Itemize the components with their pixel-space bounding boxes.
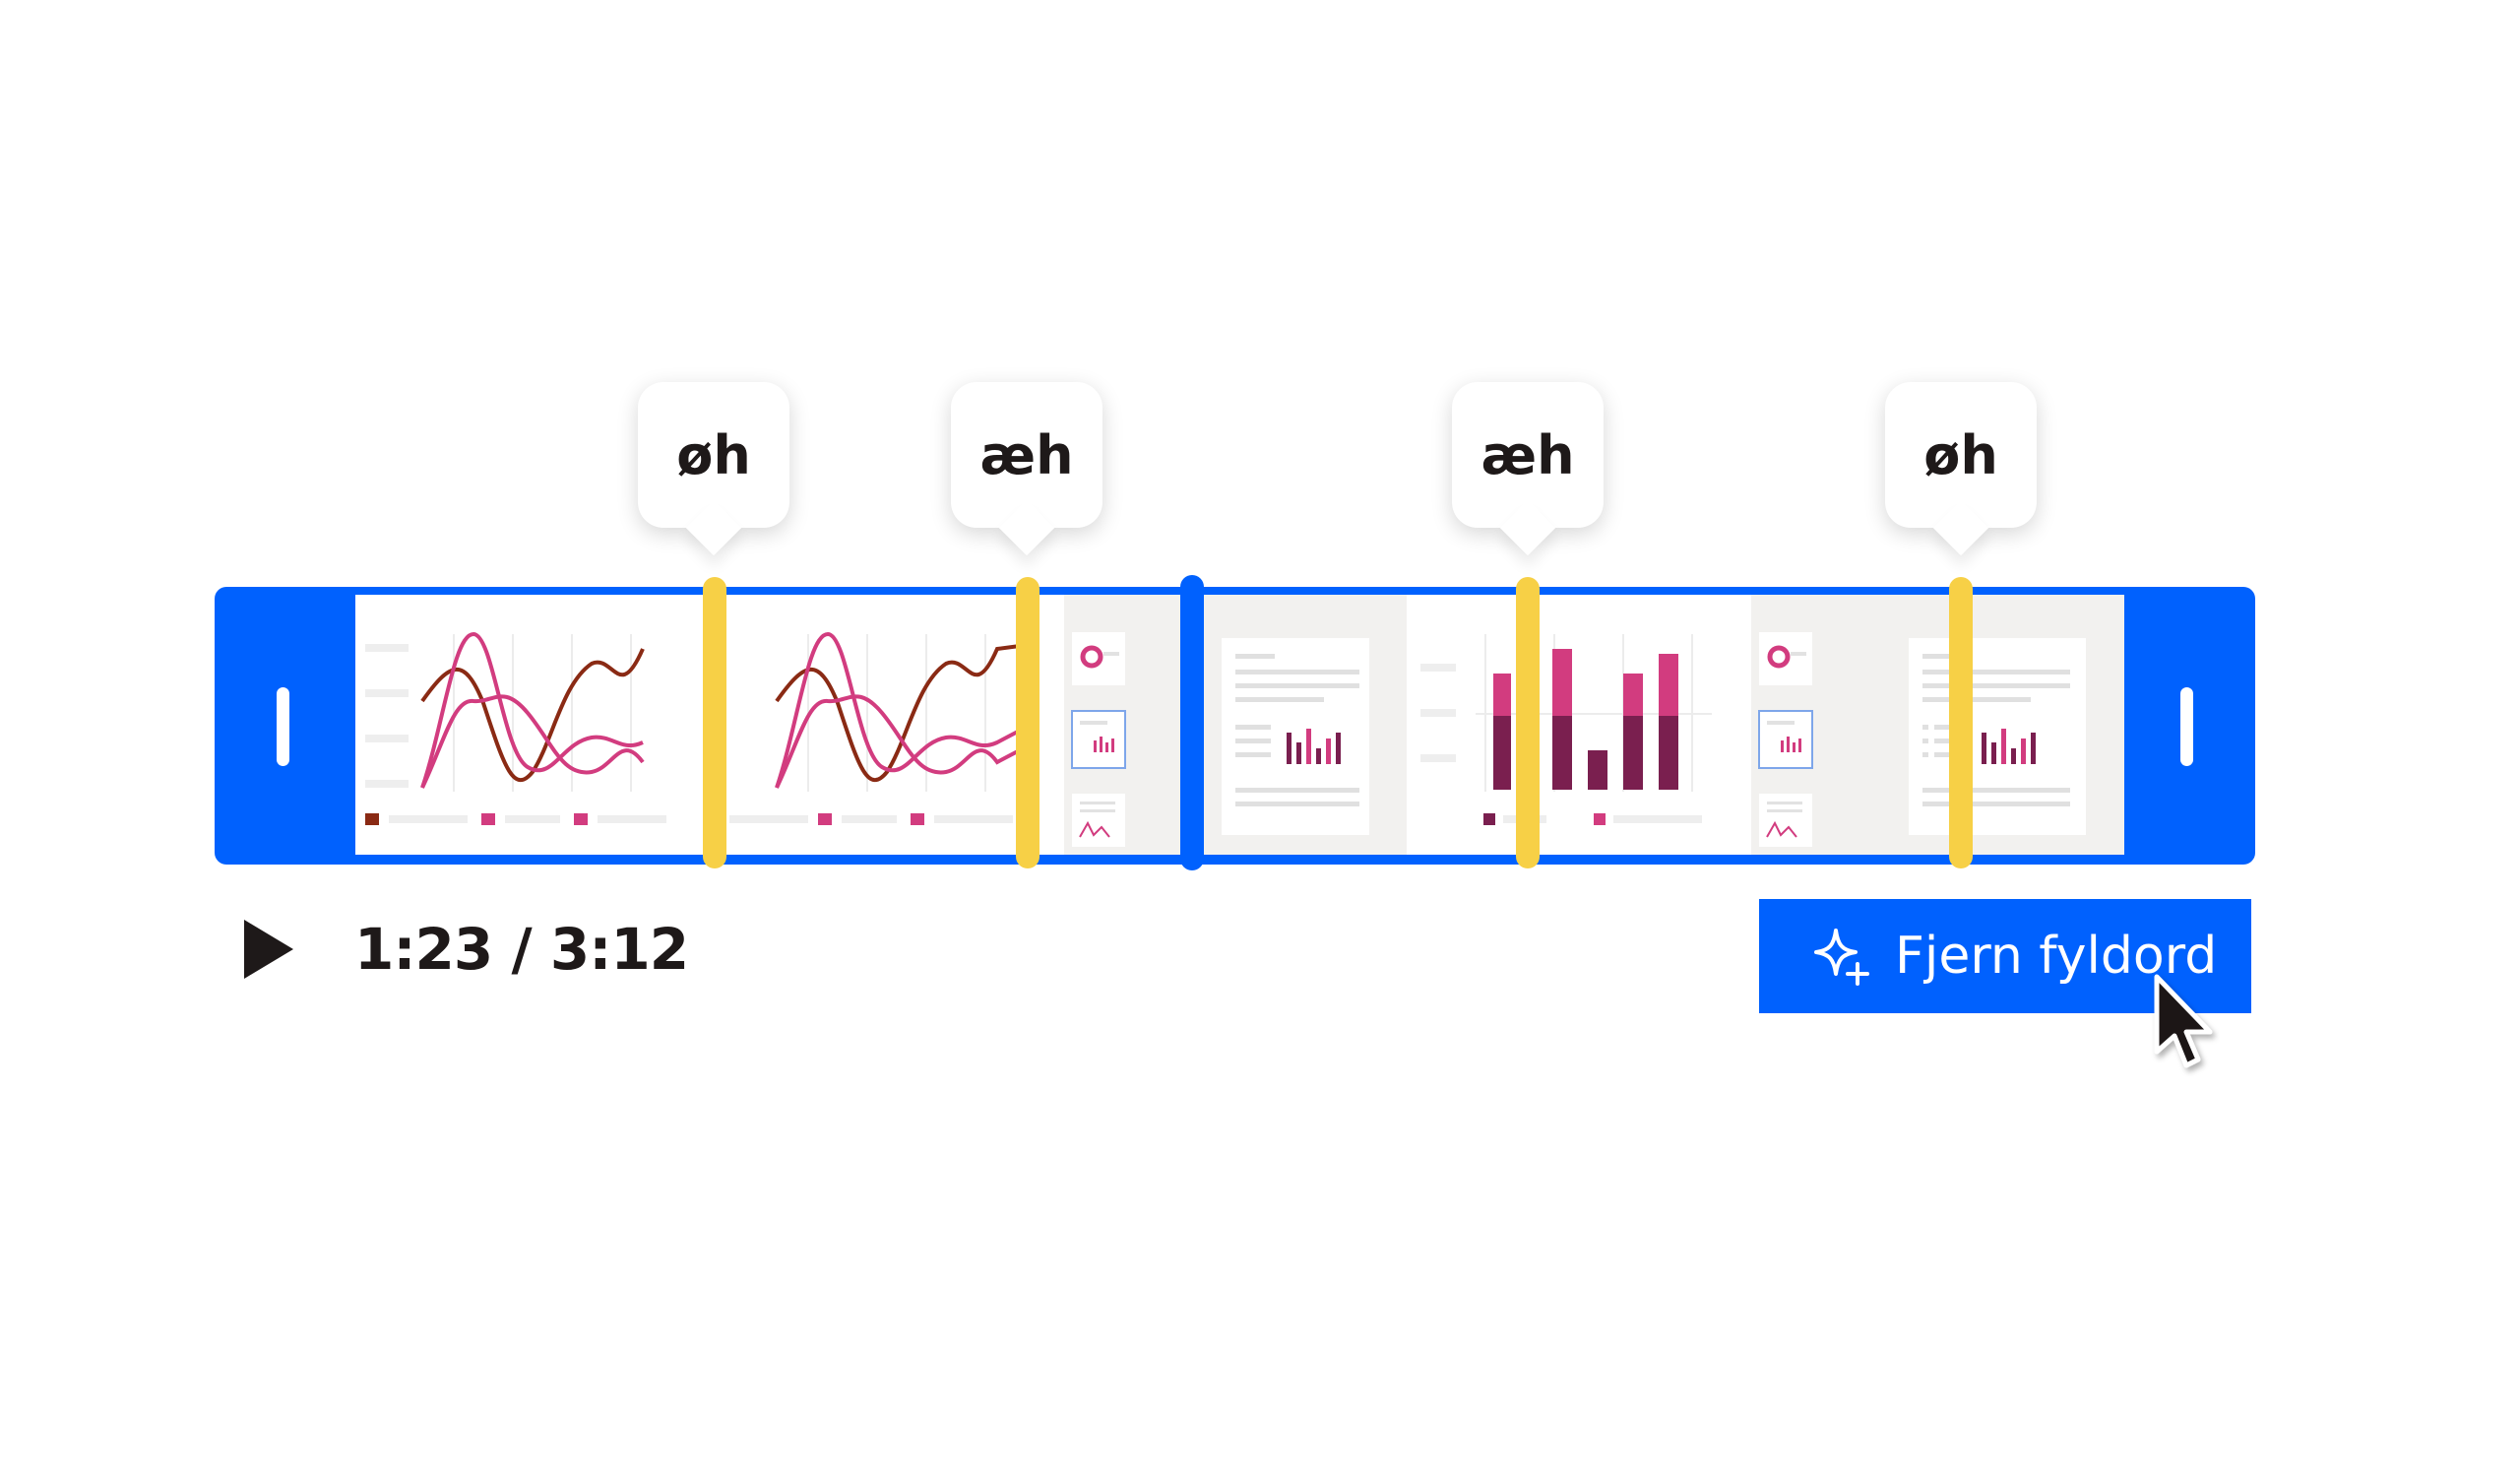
video-timeline[interactable]	[215, 587, 2255, 865]
thumbnail-bar-chart	[1407, 595, 1751, 855]
mouse-pointer-icon	[2154, 974, 2213, 1068]
filler-marker-3[interactable]	[1516, 577, 1540, 868]
thumbnail-line-chart-1	[355, 595, 710, 855]
thumbnail-document-slide	[1192, 595, 1407, 855]
filler-word: øh	[1923, 423, 1998, 486]
filler-word: øh	[676, 423, 751, 486]
play-icon[interactable]	[244, 920, 293, 979]
thumbnail-line-chart-2	[710, 595, 1064, 855]
time-display: 1:23 / 3:12	[354, 916, 689, 983]
filler-bubble-3[interactable]: æh	[1452, 382, 1604, 528]
thumbnail-document-slide-2	[1871, 595, 2124, 855]
thumbnail-slide-panel-1	[1064, 595, 1192, 855]
filler-word: æh	[1480, 423, 1575, 486]
filler-word: æh	[979, 423, 1074, 486]
thumbnail-slide-panel-2	[1751, 595, 1871, 855]
filmstrip	[355, 595, 2124, 855]
remove-fillers-label: Fjern fyldord	[1895, 927, 2218, 986]
filler-bubble-1[interactable]: øh	[638, 382, 789, 528]
filler-marker-4[interactable]	[1949, 577, 1973, 868]
filler-marker-2[interactable]	[1016, 577, 1040, 868]
filler-bubble-4[interactable]: øh	[1885, 382, 2037, 528]
sparkle-icon	[1814, 929, 1869, 986]
trim-handle-right[interactable]	[2180, 687, 2193, 766]
playhead[interactable]	[1180, 575, 1204, 870]
remove-fillers-button[interactable]: Fjern fyldord	[1759, 899, 2251, 1013]
filler-marker-1[interactable]	[703, 577, 726, 868]
trim-handle-left[interactable]	[277, 687, 289, 766]
filler-bubble-2[interactable]: æh	[951, 382, 1102, 528]
